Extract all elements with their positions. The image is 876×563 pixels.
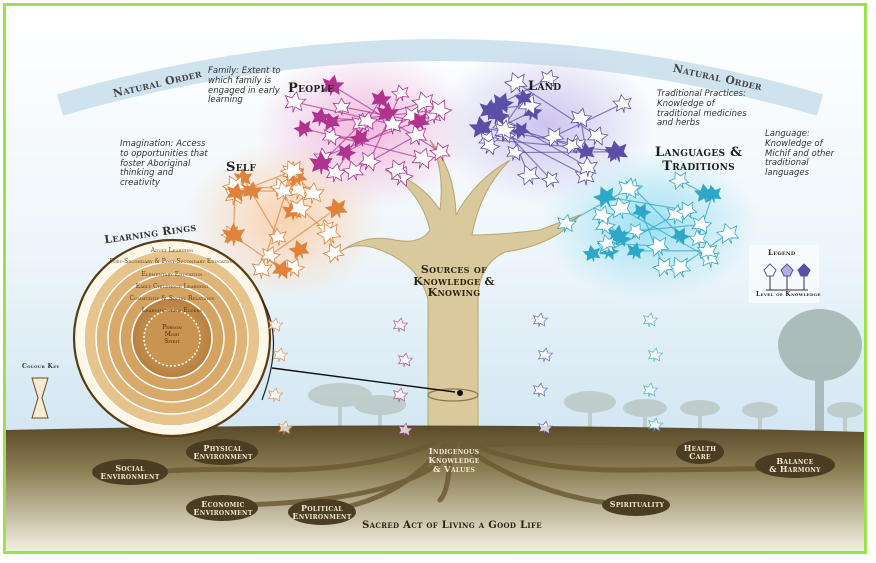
- note-language: Language: Knowledge of Michif and other …: [765, 130, 850, 179]
- cluster-languages-label: Languages & Traditions: [655, 146, 742, 173]
- ring-label-6: Learning from Elders: [122, 307, 222, 314]
- legend-title: Legend: [768, 249, 796, 256]
- note-family: Family: Extent to which family is engage…: [208, 67, 283, 106]
- roots-label: Indigenous Knowledge & Values: [412, 448, 496, 475]
- note-imagination: Imagination: Access to opportunities tha…: [120, 140, 212, 189]
- ring-center-label: Person Mind Spirit: [142, 324, 202, 345]
- cluster-self-label: Self: [226, 161, 256, 175]
- cluster-land-label: Land: [528, 80, 561, 94]
- ring-label-3: Elementary Education: [122, 271, 222, 278]
- note-practices: Traditional Practices: Knowledge of trad…: [657, 90, 747, 129]
- legend-caption: Level of Knowledge: [756, 292, 821, 298]
- env-health: Health Care: [677, 444, 723, 461]
- env-economic: Economic Environment: [188, 500, 258, 517]
- ring-label-2: Post-Secondary & Post-Secondary Educatio…: [104, 258, 240, 265]
- env-social: Social Environment: [94, 464, 166, 481]
- ring-label-1: Adult Learning: [122, 247, 222, 254]
- env-spirituality: Spirituality: [604, 500, 670, 508]
- ring-label-5: Community & Social Relations: [122, 295, 222, 302]
- env-physical: Physical Environment: [188, 444, 258, 461]
- colour-key-label: Colour Key: [22, 364, 60, 370]
- env-balance: Balance & Harmony: [756, 457, 834, 474]
- cluster-people-label: People: [288, 82, 334, 96]
- ring-label-4: Early Childhood Learning: [122, 283, 222, 290]
- bottom-caption: Sacred Act of Living a Good Life: [352, 521, 552, 532]
- trunk-label: Sources of Knowledge & Knowing: [404, 264, 504, 299]
- env-political: Political Environment: [289, 504, 355, 521]
